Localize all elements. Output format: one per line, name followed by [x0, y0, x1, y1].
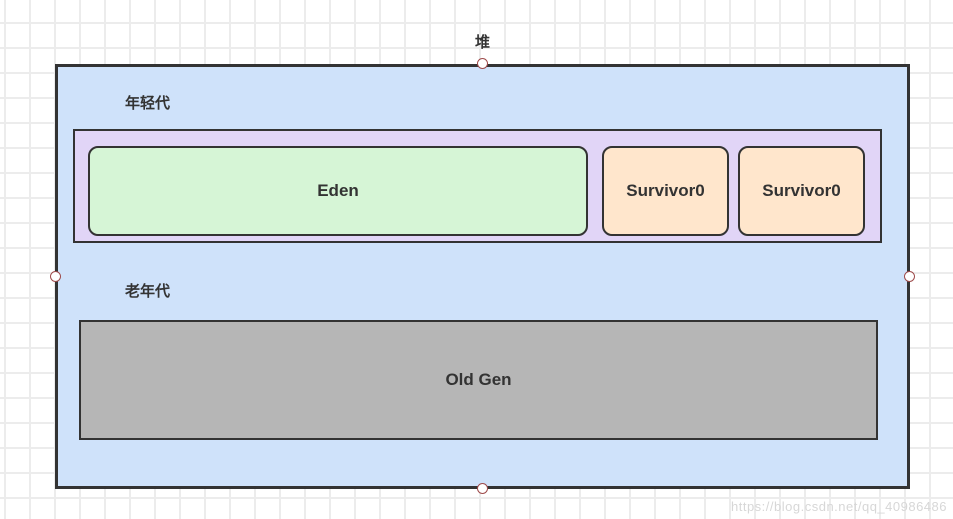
connection-point-left-icon[interactable] [50, 271, 61, 282]
survivor0-box-1: Survivor0 [602, 146, 729, 236]
old-gen-label: 老年代 [125, 283, 171, 300]
connection-point-bottom-icon[interactable] [477, 483, 488, 494]
watermark: https://blog.csdn.net/qq_40986486 [731, 499, 947, 514]
old-gen-box: Old Gen [79, 320, 878, 440]
young-gen-label: 年轻代 [125, 95, 171, 112]
survivor0-box-2: Survivor0 [738, 146, 865, 236]
survivor0-label-2: Survivor0 [762, 181, 841, 200]
old-gen-block-label: Old Gen [445, 370, 512, 389]
eden-box: Eden [88, 146, 588, 236]
survivor0-label-1: Survivor0 [626, 181, 705, 200]
eden-label: Eden [317, 181, 359, 200]
young-gen-container: Eden Survivor0 Survivor0 [73, 129, 882, 243]
heap-title: 堆 [474, 34, 490, 51]
heap-container: 年轻代 Eden Survivor0 Survivor0 老年代 Old Gen [55, 64, 910, 489]
connection-point-top-icon[interactable] [477, 58, 488, 69]
connection-point-right-icon[interactable] [904, 271, 915, 282]
